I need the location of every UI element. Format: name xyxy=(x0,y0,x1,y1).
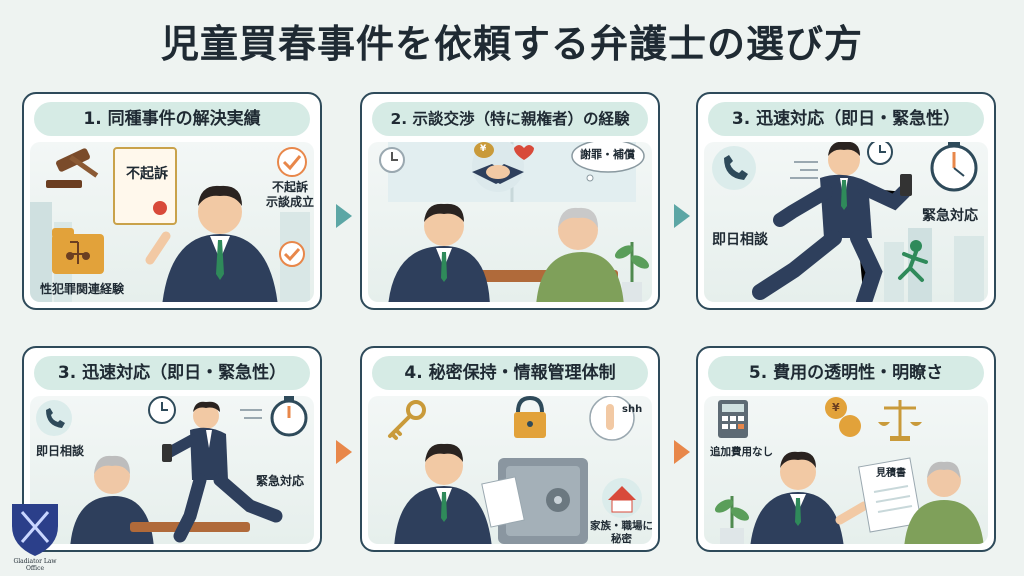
clock-icon xyxy=(148,396,176,424)
client-figure xyxy=(536,207,624,302)
illustration xyxy=(379,142,650,302)
arrow-right-icon xyxy=(336,204,352,228)
stopwatch-icon xyxy=(270,396,308,437)
client-figure xyxy=(904,461,984,544)
certificate-icon xyxy=(113,147,177,225)
illustration xyxy=(714,397,984,544)
key-icon xyxy=(388,400,426,440)
phone-icon xyxy=(712,146,756,190)
stopwatch-icon xyxy=(930,142,978,192)
illustration xyxy=(712,142,984,302)
scene: 追加費用なし 見積書 ¥ xyxy=(704,396,988,544)
illustration xyxy=(388,396,642,544)
panel-fees: 5. 費用の透明性・明瞭さ xyxy=(696,346,996,552)
no-extra-fee-label: 追加費用なし xyxy=(710,446,773,458)
bubble-label: 謝罪・補償 xyxy=(580,148,635,161)
clock-icon xyxy=(379,147,405,173)
illustration xyxy=(36,396,308,544)
phone-label: 即日相談 xyxy=(36,444,85,458)
arrow-right-icon xyxy=(336,440,352,464)
panel-heading: 3. 迅速対応（即日・緊急性） xyxy=(708,102,984,136)
page-title: 児童買春事件を依頼する弁護士の選び方 xyxy=(160,22,863,66)
heart-icon xyxy=(514,145,534,160)
timer-label: 緊急対応 xyxy=(922,208,978,224)
arrow-right-icon xyxy=(674,204,690,228)
shh-label: shh xyxy=(622,404,643,415)
scene: 即日相談 緊急対応 xyxy=(704,142,988,302)
panel-negotiation: 2. 示談交渉（特に親権者）の経験 xyxy=(360,92,660,310)
panel-heading: 1. 同種事件の解決実績 xyxy=(34,102,310,136)
coin-icon xyxy=(825,397,861,437)
scene: 謝罪・補償 ¥ xyxy=(368,142,652,302)
panel-heading: 3. 迅速対応（即日・緊急性） xyxy=(34,356,310,390)
speech-bubble xyxy=(571,142,645,182)
phone-label: 即日相談 xyxy=(712,232,768,248)
shield-icon xyxy=(12,504,58,556)
panel-heading: 5. 費用の透明性・明瞭さ xyxy=(708,356,984,390)
safe-icon xyxy=(498,458,588,544)
logo: Gladiator Law Office xyxy=(4,496,66,572)
lock-icon xyxy=(514,396,546,438)
logo-text: Gladiator Law Office xyxy=(13,558,57,572)
client-figure xyxy=(70,455,154,544)
calculator-icon xyxy=(718,400,748,438)
scene: 不起訴 不起訴 示談成立 性犯罪関連経験 xyxy=(30,142,314,302)
lawyer-figure xyxy=(752,142,912,302)
panel-quick-response: 3. 迅速対応（即日・緊急性） xyxy=(696,92,996,310)
clock-icon xyxy=(867,142,893,165)
estimate-label: 見積書 xyxy=(876,468,906,479)
coin-label: ¥ xyxy=(832,401,840,414)
lawyer-figure xyxy=(145,185,278,302)
timer-label: 緊急対応 xyxy=(256,474,305,488)
panel-quick-response-2: 3. 迅速対応（即日・緊急性） xyxy=(22,346,322,552)
estimate-document xyxy=(858,457,922,533)
scales-icon xyxy=(878,400,922,441)
plant-icon xyxy=(714,496,750,544)
panel-heading: 4. 秘密保持・情報管理体制 xyxy=(372,356,648,390)
money-bag-icon xyxy=(474,142,494,158)
arrow-right-icon xyxy=(674,440,690,464)
folder-icon xyxy=(52,228,104,274)
illustration xyxy=(30,147,310,302)
check-icon xyxy=(279,241,305,267)
house-icon xyxy=(602,478,642,518)
lawyer-figure xyxy=(388,203,490,302)
lawyer-figure xyxy=(750,451,869,544)
certificate-label: 不起訴 xyxy=(126,166,168,182)
lawyer-figure xyxy=(394,443,492,544)
phone-icon xyxy=(36,400,72,436)
result-label: 不起訴 示談成立 xyxy=(266,180,314,209)
panel-heading: 2. 示談交渉（特に親権者）の経験 xyxy=(372,102,648,136)
experience-label: 性犯罪関連経験 xyxy=(40,282,125,296)
check-icon xyxy=(277,147,307,177)
panel-track-record: 1. 同種事件の解決実績 xyxy=(22,92,322,310)
runner-icon xyxy=(898,240,928,282)
scene: shh 家族・職場に 秘密 xyxy=(368,396,652,544)
scene: 即日相談 緊急対応 xyxy=(30,396,314,544)
lawyer-figure xyxy=(162,401,283,543)
panel-confidentiality: 4. 秘密保持・情報管理体制 xyxy=(360,346,660,552)
hush-icon xyxy=(589,396,635,441)
gavel-icon xyxy=(46,148,99,188)
plant-icon xyxy=(614,242,650,302)
secret-label: 家族・職場に 秘密 xyxy=(590,520,652,544)
money-label: ¥ xyxy=(480,144,487,154)
